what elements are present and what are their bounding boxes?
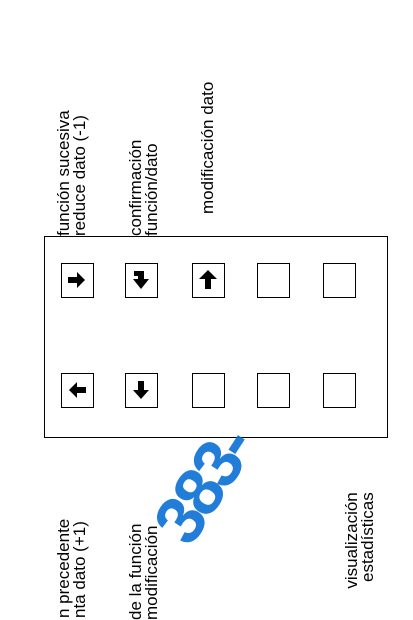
label-line: reduce dato (-1) (70, 115, 89, 236)
key-blank[interactable] (257, 373, 290, 408)
label-funcion-sucesiva: función sucesiva reduce dato (-1) (54, 110, 89, 236)
key-blank[interactable] (323, 373, 356, 408)
label-visualizacion: visualización estadísticas (342, 492, 377, 594)
key-down[interactable] (125, 373, 158, 408)
label-confirmacion: confirmación función/dato (126, 140, 161, 236)
label-line: función/dato (142, 143, 161, 236)
arrow-down-hooked-icon (133, 271, 149, 289)
key-confirm[interactable] (125, 263, 158, 298)
label-line: modificación dato (198, 81, 217, 214)
label-precedente: n precedente nta dato (+1) (54, 519, 89, 618)
arrow-up-icon (199, 270, 217, 289)
key-blank[interactable] (192, 373, 225, 408)
key-blank[interactable] (323, 263, 356, 298)
arrow-left-icon (69, 382, 86, 398)
label-line: estadísticas (358, 492, 377, 582)
key-up[interactable] (192, 263, 225, 298)
key-right[interactable] (61, 263, 94, 298)
label-line: nta dato (+1) (70, 521, 89, 618)
keypad-panel (44, 236, 388, 438)
label-modificacion-dato: modificación dato (198, 81, 217, 214)
arrow-down-icon (133, 381, 149, 399)
key-left[interactable] (61, 373, 94, 408)
key-blank[interactable] (257, 263, 290, 298)
arrow-right-icon (68, 272, 85, 288)
